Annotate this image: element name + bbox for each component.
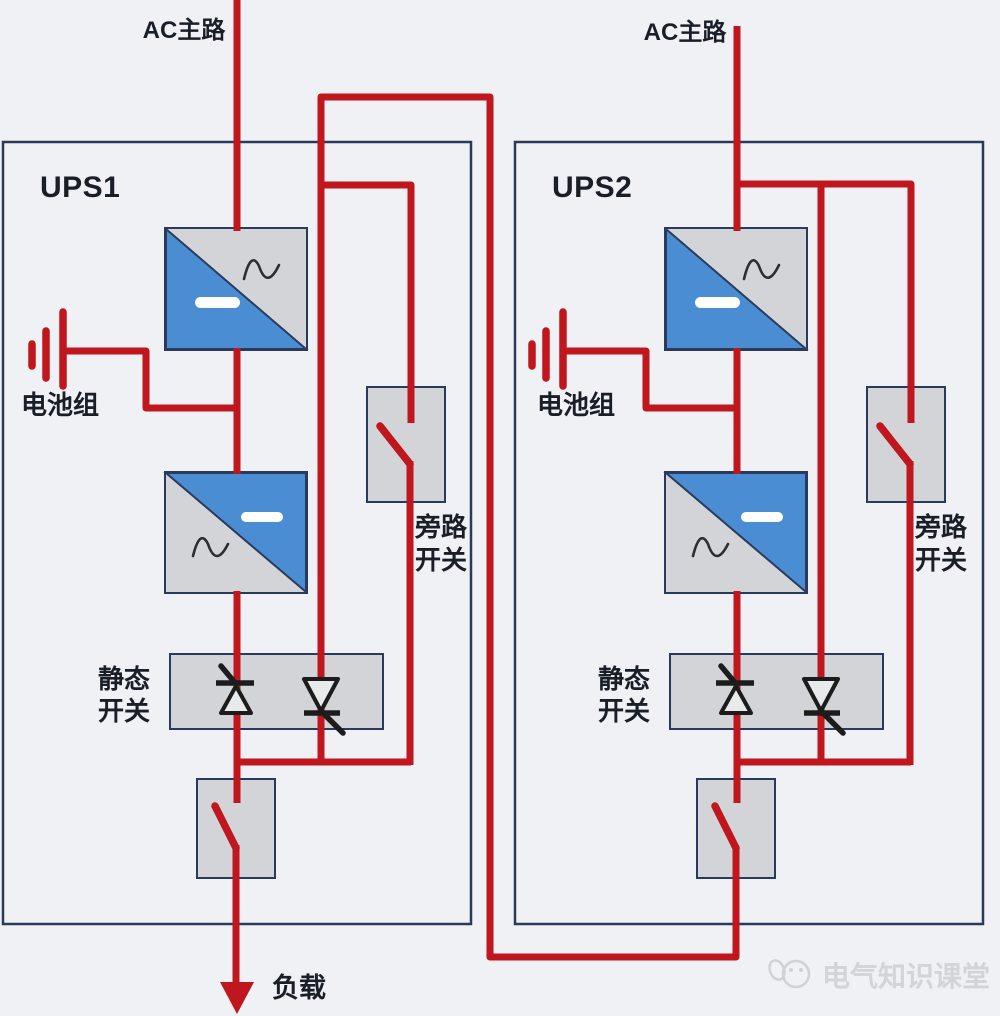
wires	[28, 0, 915, 1014]
ups2-inverter-dc-bar	[741, 512, 783, 522]
watermark-text: 电气知识课堂	[822, 960, 990, 992]
labels: AC主路 AC主路 UPS1 UPS2 电池组 电池组 旁路 开关 旁路 开关 …	[21, 16, 968, 1003]
static-switch-symbols	[216, 663, 846, 736]
ups1-bypass-branch-wire	[321, 181, 415, 423]
ups2-ac-main-label: AC主路	[644, 18, 728, 46]
ups1-ac-main-label: AC主路	[143, 16, 227, 44]
watermark-mascot-icon	[768, 959, 811, 989]
ups2-output-switch-icon	[711, 802, 740, 852]
ups2-static-label-line1: 静态	[598, 664, 650, 694]
ups2-static-switch-box	[669, 653, 884, 730]
ups2-rectifier-sine-icon	[742, 259, 781, 281]
ups2-enclosure-box	[513, 140, 985, 926]
ups1-bypass-switch-icon	[376, 422, 414, 468]
ups1-name-label: UPS1	[40, 171, 120, 204]
ups1-static-switch-icon	[216, 663, 346, 736]
ups1-bypass-label-line1: 旁路	[414, 512, 468, 542]
ups2-inverter-sine-icon	[691, 536, 730, 558]
ups1-static-switch-box	[169, 653, 384, 730]
ups1-battery-label: 电池组	[21, 390, 99, 420]
component-blocks	[163, 226, 946, 879]
ups2-bypass-label-line2: 开关	[915, 545, 967, 575]
watermark-mascot-head	[781, 959, 811, 989]
ups2-rectifier-dc-bar	[695, 297, 740, 308]
ups1-rectifier-dc-bar	[195, 297, 240, 308]
ups2-bypass-label-line1: 旁路	[914, 512, 968, 542]
ups1-rectifier-sine-icon	[242, 259, 281, 281]
ups1-bypass-switch-box	[366, 386, 446, 503]
ups1-thyristor-down-triangle	[302, 677, 340, 713]
ups2-battery-wire	[564, 347, 740, 412]
ups1-inverter-sine-icon	[191, 536, 230, 558]
ups1-inverter-dc-bar	[241, 512, 283, 522]
ups2-thyristor-down-triangle	[802, 677, 840, 713]
ups2-name-label: UPS2	[552, 171, 632, 204]
ups1-bypass-label-line2: 开关	[415, 545, 467, 575]
ups1-output-switch-icon	[211, 802, 240, 852]
ups1-thyristor-up-triangle	[219, 684, 253, 715]
ups1-battery-wire	[64, 347, 240, 412]
ups2-rectifier-block-icon	[664, 226, 809, 351]
watermark-mascot-eye-left	[789, 968, 793, 972]
ups2-bypass-switch-box	[866, 386, 946, 503]
ups2-thyristor-up-triangle	[719, 684, 753, 715]
ups1-inverter-block-icon	[163, 471, 308, 595]
load-arrow-icon	[220, 982, 254, 1014]
ups2-thyristor-down-gate	[822, 712, 846, 736]
watermark-mascot-eye-right	[799, 968, 803, 972]
ups1-thyristor-down-gate	[322, 712, 346, 736]
ups1-static-label-line1: 静态	[98, 664, 150, 694]
ups2-static-label-line2: 开关	[598, 696, 650, 726]
interlink-bypass-feed-wire	[317, 93, 740, 961]
ups2-bypass-branch-wire	[737, 180, 915, 423]
ups1-battery-icon	[28, 308, 67, 390]
load-label: 负载	[272, 973, 326, 1003]
ups1-rectifier-block-icon	[164, 226, 309, 351]
ups2-battery-label: 电池组	[537, 390, 615, 420]
watermark: 电气知识课堂	[768, 959, 990, 992]
ups2-bypass-switch-icon	[876, 422, 914, 468]
ups2-inverter-block-icon	[663, 471, 808, 595]
ups2-battery-icon	[528, 308, 567, 390]
ups1-static-label-line2: 开关	[98, 696, 150, 726]
ups2-static-switch-icon	[716, 663, 846, 736]
